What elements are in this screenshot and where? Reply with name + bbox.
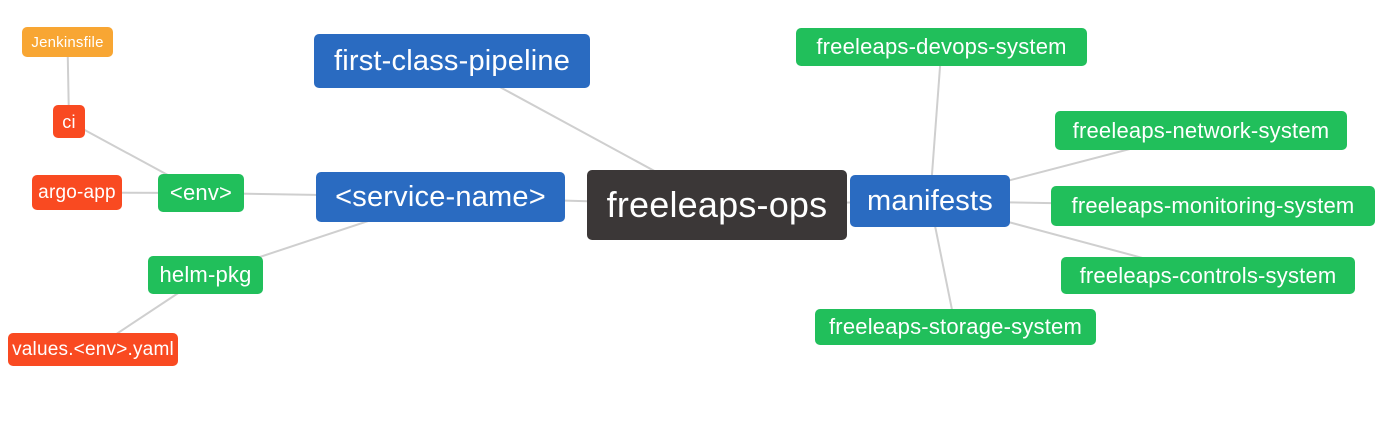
node-freeleaps-network-system[interactable]: freeleaps-network-system	[1055, 111, 1347, 150]
node-freeleaps-storage-system[interactable]: freeleaps-storage-system	[815, 309, 1096, 345]
node-values-env-yaml[interactable]: values.<env>.yaml	[8, 333, 178, 366]
node-freeleaps-devops-system[interactable]: freeleaps-devops-system	[796, 28, 1087, 66]
node-jenkinsfile[interactable]: Jenkinsfile	[22, 27, 113, 57]
node-env[interactable]: <env>	[158, 174, 244, 212]
node-first-class-pipeline[interactable]: first-class-pipeline	[314, 34, 590, 88]
node-freeleaps-monitoring-system[interactable]: freeleaps-monitoring-system	[1051, 186, 1375, 226]
node-freeleaps-ops[interactable]: freeleaps-ops	[587, 170, 847, 240]
node-freeleaps-controls-system[interactable]: freeleaps-controls-system	[1061, 257, 1355, 294]
node-helm-pkg[interactable]: helm-pkg	[148, 256, 263, 294]
node-argo-app[interactable]: argo-app	[32, 175, 122, 210]
node-manifests[interactable]: manifests	[850, 175, 1010, 227]
node-ci[interactable]: ci	[53, 105, 85, 138]
node-service-name[interactable]: <service-name>	[316, 172, 565, 222]
